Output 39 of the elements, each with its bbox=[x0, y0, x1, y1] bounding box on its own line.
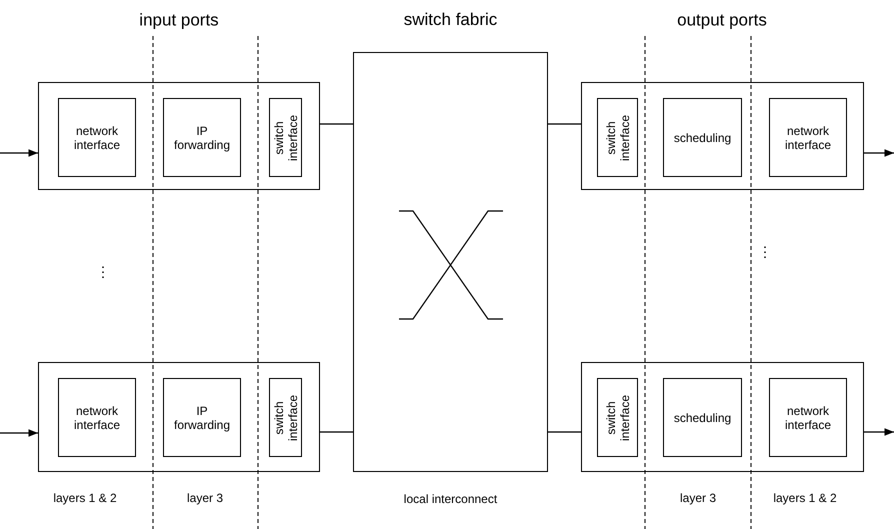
module-box bbox=[597, 98, 638, 177]
arrow bbox=[0, 429, 38, 437]
connector-line bbox=[548, 123, 581, 125]
module-label: network interface bbox=[72, 404, 122, 432]
port-box bbox=[581, 82, 864, 190]
module-label: IP forwarding bbox=[172, 124, 232, 152]
module-box bbox=[269, 98, 302, 177]
module-box bbox=[163, 378, 241, 457]
module-label: network interface bbox=[784, 124, 832, 152]
module-label: switch interface bbox=[272, 113, 300, 163]
connector-line bbox=[320, 123, 353, 125]
arrow bbox=[864, 428, 894, 436]
module-label: switch interface bbox=[604, 393, 632, 443]
connector-line bbox=[320, 431, 353, 433]
connector-line bbox=[548, 431, 581, 433]
module-box bbox=[663, 378, 742, 457]
port-box bbox=[581, 362, 864, 472]
module-label: switch interface bbox=[604, 113, 632, 163]
module-label: IP forwarding bbox=[172, 404, 232, 432]
section-heading: switch fabric bbox=[404, 10, 498, 30]
port-box bbox=[38, 82, 320, 190]
module-box bbox=[769, 378, 847, 457]
module-label: network interface bbox=[72, 124, 122, 152]
arrow bbox=[864, 149, 894, 157]
module-box bbox=[163, 98, 241, 177]
module-box bbox=[58, 378, 136, 457]
arrow bbox=[0, 149, 38, 157]
port-box bbox=[353, 52, 548, 472]
module-label: scheduling bbox=[672, 410, 732, 424]
port-box bbox=[38, 362, 320, 472]
module-box bbox=[58, 98, 136, 177]
module-box bbox=[769, 98, 847, 177]
module-box bbox=[597, 378, 638, 457]
module-label: network interface bbox=[784, 404, 832, 432]
module-label: switch interface bbox=[272, 393, 300, 443]
module-box bbox=[269, 378, 302, 457]
section-caption: local interconnect bbox=[404, 492, 498, 506]
module-label: scheduling bbox=[672, 130, 732, 144]
module-box bbox=[663, 98, 742, 177]
